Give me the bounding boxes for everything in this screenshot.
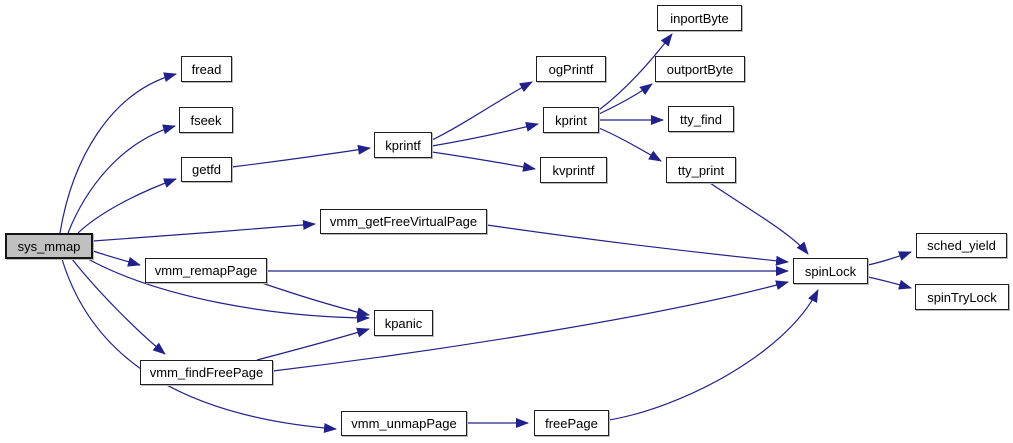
edge-kprintf-to-kprint xyxy=(431,121,539,147)
node-inportByte[interactable]: inportByte xyxy=(657,5,742,31)
edge-kprint-to-tty-print xyxy=(598,127,662,162)
edge-kprintf-to-kvprintf xyxy=(431,151,536,172)
node-freePage[interactable]: freePage xyxy=(534,410,609,436)
node-ogPrintf[interactable]: ogPrintf xyxy=(536,56,606,82)
edge-freePage-to-spinLock xyxy=(608,289,819,421)
edge-tty-print-to-spinLock xyxy=(709,182,809,255)
edges-group xyxy=(59,33,912,434)
node-getfd[interactable]: getfd xyxy=(181,157,232,182)
edge-vmm-getFreeVirtualPage-to-spinLock xyxy=(486,224,789,266)
node-fread[interactable]: fread xyxy=(181,56,232,82)
edge-sys-mmap-to-kpanic xyxy=(87,258,370,323)
edge-getfd-to-kprintf xyxy=(231,144,371,168)
edge-sys-mmap-to-vmm-getFreeVirtualPage xyxy=(92,219,316,242)
edge-vmm-findFreePage-to-kpanic xyxy=(256,327,370,361)
node-tty-print[interactable]: tty_print xyxy=(666,157,736,183)
edge-kprint-to-inportByte xyxy=(598,33,673,111)
edge-sys-mmap-to-fread xyxy=(59,72,177,234)
edge-sys-mmap-to-getfd xyxy=(77,178,177,234)
node-outportByte[interactable]: outportByte xyxy=(655,56,745,82)
node-spinLock[interactable]: spinLock xyxy=(793,258,868,284)
node-kprintf[interactable]: kprintf xyxy=(374,132,432,158)
edge-spinLock-to-spinTryLock xyxy=(867,276,912,290)
edge-spinLock-to-sched-yield xyxy=(867,251,912,266)
node-kpanic[interactable]: kpanic xyxy=(374,310,433,336)
node-kvprintf[interactable]: kvprintf xyxy=(540,157,607,183)
edge-sys-mmap-to-vmm-findFreePage xyxy=(71,258,166,355)
edge-sys-mmap-to-fseek xyxy=(67,124,176,234)
node-fseek[interactable]: fseek xyxy=(179,107,233,133)
node-tty-find[interactable]: tty_find xyxy=(668,106,734,132)
node-sched-yield[interactable]: sched_yield xyxy=(916,233,1007,258)
edge-kprint-to-outportByte xyxy=(598,83,653,115)
edge-sys-mmap-to-vmm-remapPage xyxy=(92,250,141,267)
node-spinTryLock[interactable]: spinTryLock xyxy=(915,284,1009,310)
node-kprint[interactable]: kprint xyxy=(543,107,599,133)
node-vmm-findFreePage[interactable]: vmm_findFreePage xyxy=(140,360,273,385)
node-vmm-unmapPage[interactable]: vmm_unmapPage xyxy=(341,411,467,436)
edge-sys-mmap-to-vmm-unmapPage xyxy=(61,258,337,434)
edge-vmm-findFreePage-to-spinLock xyxy=(272,280,789,372)
node-vmm-remapPage[interactable]: vmm_remapPage xyxy=(145,258,267,283)
node-sys-mmap[interactable]: sys_mmap xyxy=(5,233,93,259)
node-vmm-getFreeVirtualPage[interactable]: vmm_getFreeVirtualPage xyxy=(320,209,487,234)
edge-vmm-remapPage-to-kpanic xyxy=(261,282,370,318)
edge-kprintf-to-ogPrintf xyxy=(431,81,533,141)
